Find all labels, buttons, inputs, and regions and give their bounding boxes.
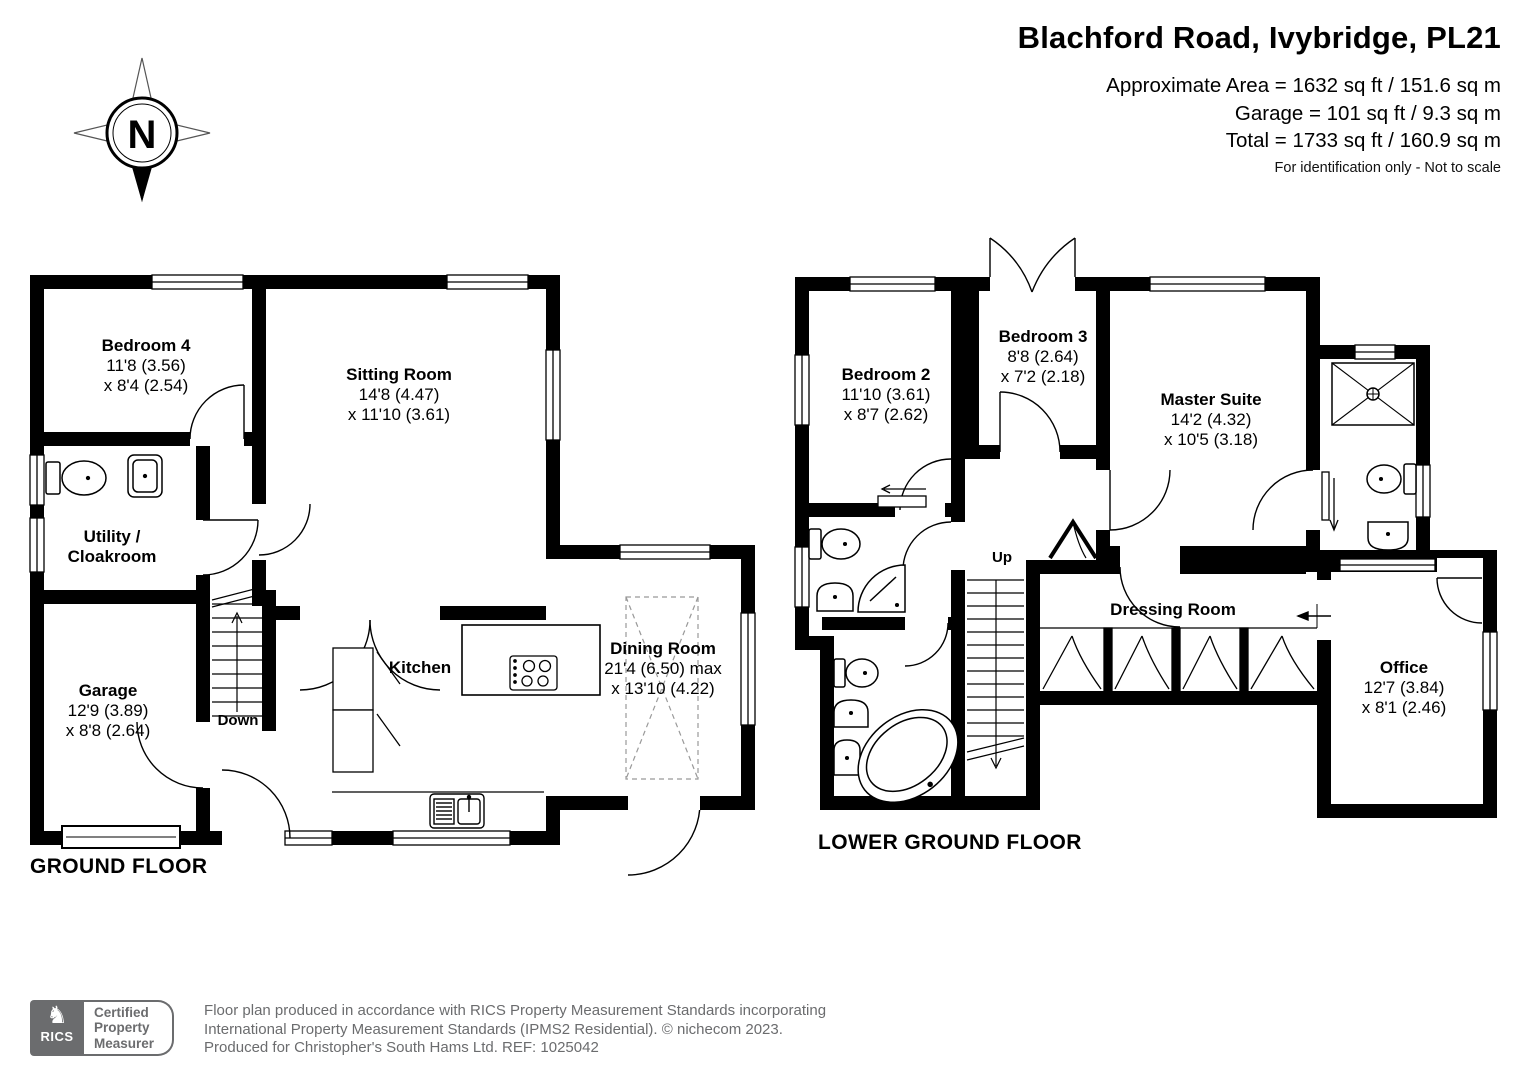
shower-icon xyxy=(1331,362,1415,426)
garage-area: Garage = 101 sq ft / 9.3 sq m xyxy=(1234,101,1501,125)
room-label-garage: Garage 12'9 (3.89) x 8'8 (2.64) xyxy=(65,681,151,740)
dressing-table xyxy=(877,484,927,508)
ground-floor-title: GROUND FLOOR xyxy=(30,855,208,878)
stairs-up xyxy=(966,579,1025,770)
wc-basin-icon xyxy=(816,582,854,612)
ensuite-toilet-icon xyxy=(1366,463,1417,495)
sink-icon xyxy=(429,793,485,829)
toilet-icon xyxy=(45,460,107,496)
kitchen-island xyxy=(461,624,601,696)
lower-door-arcs xyxy=(899,391,1483,667)
dining-void-dashed xyxy=(625,596,699,780)
stairs-down-label: Down xyxy=(217,712,259,729)
page-title: Blachford Road, Ivybridge, PL21 xyxy=(1017,20,1501,55)
radiator-icon xyxy=(1321,471,1339,532)
footer: ♞ RICS Certified Property Measurer Floor… xyxy=(30,1000,826,1058)
ground-windows xyxy=(29,274,756,846)
room-label-utility: Utility / Cloakroom xyxy=(67,527,157,566)
rics-lion-icon: ♞ xyxy=(46,1002,68,1029)
wardrobes xyxy=(1040,627,1317,692)
approximate-area: Approximate Area = 1632 sq ft / 151.6 sq… xyxy=(1106,74,1501,97)
room-label-dining-room: Dining Room 21'4 (6.50) max x 13'10 (4.2… xyxy=(604,639,722,698)
room-label-bedroom3: Bedroom 3 8'8 (2.64) x 7'2 (2.18) xyxy=(998,327,1088,386)
scale-note: For identification only - Not to scale xyxy=(1274,159,1501,176)
total-area: Total = 1733 sq ft / 160.9 sq m xyxy=(1225,129,1501,152)
wc-toilet-icon xyxy=(808,528,861,560)
rics-logo: ♞ RICS xyxy=(30,1000,84,1056)
garage-door xyxy=(61,825,181,849)
disclaimer-line3: Produced for Christopher's South Hams Lt… xyxy=(204,1039,599,1056)
header: Blachford Road, Ivybridge, PL21 Approxim… xyxy=(1018,20,1501,176)
disclaimer-line2: International Property Measurement Stand… xyxy=(204,1020,783,1038)
room-label-sitting-room: Sitting Room 14'8 (4.47) x 11'10 (3.61) xyxy=(346,365,452,424)
entrance-doors xyxy=(989,237,1076,293)
basin-icon xyxy=(127,454,163,498)
room-label-dressing-room: Dressing Room xyxy=(1110,600,1236,619)
bath-basin2-icon xyxy=(833,739,861,776)
rics-logo-text: RICS xyxy=(40,1029,74,1044)
hall-cupboard xyxy=(1048,518,1098,560)
certified-property-measurer-badge: Certified Property Measurer xyxy=(84,1000,175,1056)
bathtub-icon xyxy=(857,708,959,804)
room-label-bedroom2: Bedroom 2 11'10 (3.61) x 8'7 (2.62) xyxy=(841,365,931,424)
hob-icon xyxy=(509,655,558,691)
lower-ground-floor-title: LOWER GROUND FLOOR xyxy=(818,831,1082,854)
room-label-bedroom4: Bedroom 4 11'8 (3.56) x 8'4 (2.54) xyxy=(101,336,191,395)
stairs-down xyxy=(211,586,263,717)
room-label-office: Office 12'7 (3.84) x 8'1 (2.46) xyxy=(1361,658,1447,717)
lower-windows xyxy=(794,276,1498,711)
disclaimer-text: Floor plan produced in accordance with R… xyxy=(204,1000,826,1058)
ground-floor-plan xyxy=(29,274,756,876)
lower-ground-floor-plan xyxy=(794,237,1498,818)
room-label-master-suite: Master Suite 14'2 (4.32) x 10'5 (3.18) xyxy=(1160,390,1262,449)
bath-toilet-icon xyxy=(833,658,879,688)
compass-n: N xyxy=(128,113,157,157)
corner-shower-icon xyxy=(857,564,906,613)
room-label-kitchen: Kitchen xyxy=(388,658,452,677)
kitchen-units xyxy=(332,647,401,773)
compass-icon: N xyxy=(73,57,211,203)
office-pocket-door xyxy=(1296,604,1331,628)
ground-internal-walls xyxy=(30,275,546,845)
bath-basin1-icon xyxy=(833,699,869,728)
stairs-up-label: Up xyxy=(992,549,1012,566)
ensuite-basin-icon xyxy=(1367,521,1409,551)
disclaimer-line1: Floor plan produced in accordance with R… xyxy=(204,1002,827,1019)
ground-door-arcs xyxy=(136,384,701,876)
